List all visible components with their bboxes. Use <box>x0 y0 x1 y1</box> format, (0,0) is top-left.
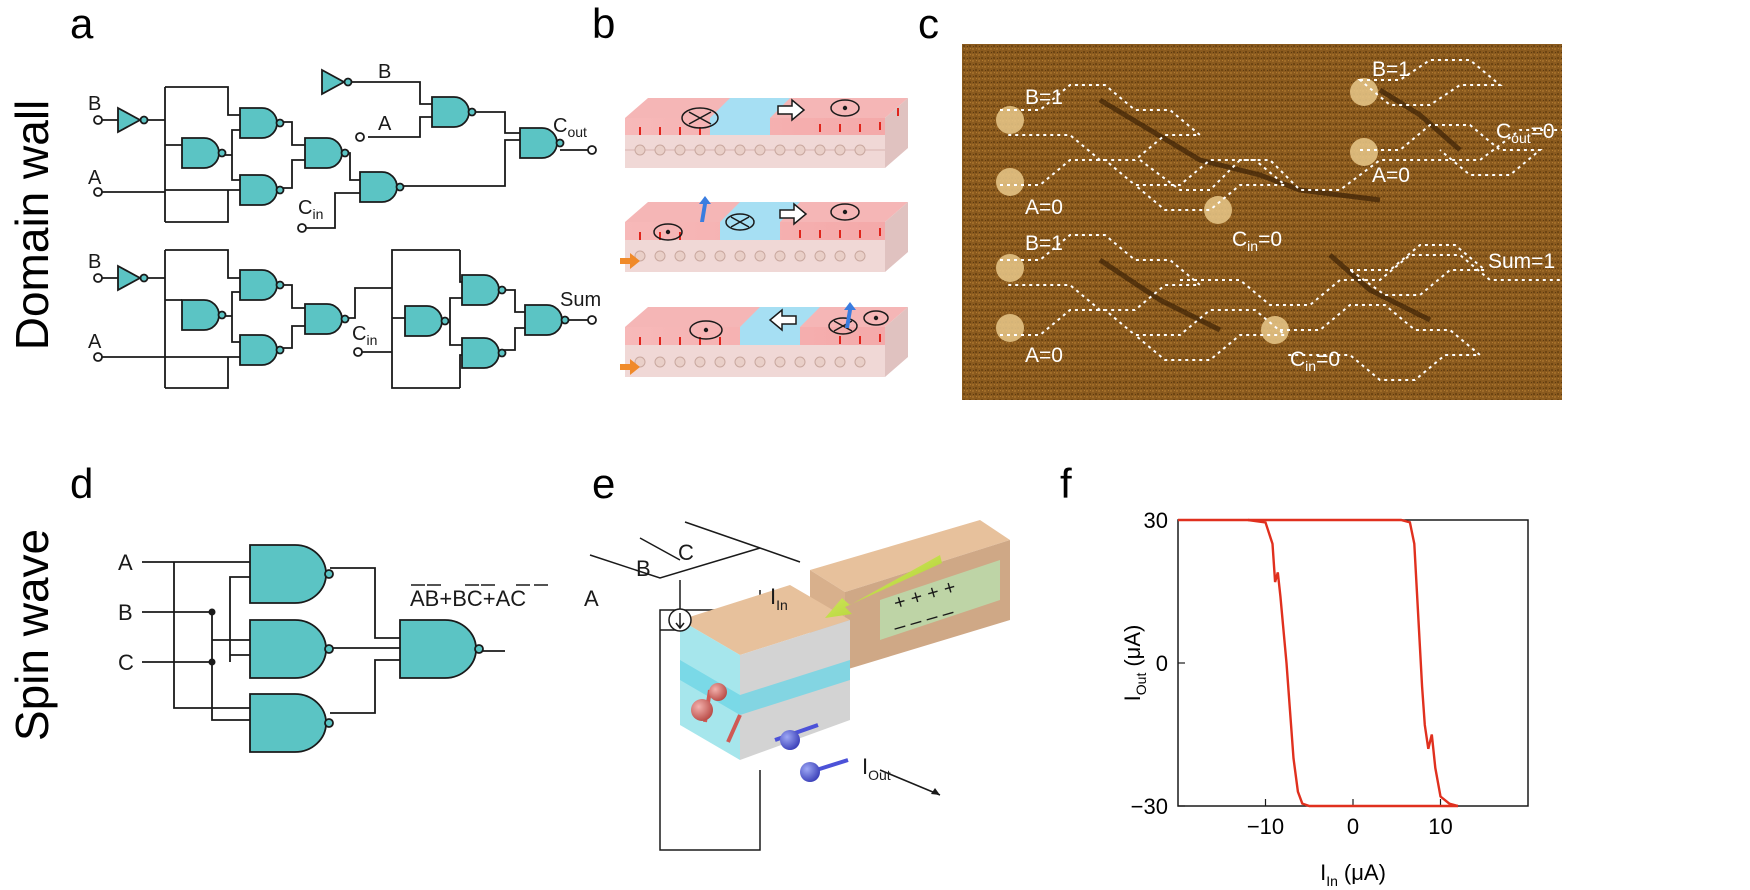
current-in-label: IIn <box>770 584 788 613</box>
mfm-label-a0-bottom: A=0 <box>1025 344 1063 367</box>
slab-1 <box>625 98 908 168</box>
panel-d-labels: A B C AB+BC+AC <box>118 550 548 675</box>
majority-expression: AB+BC+AC <box>410 586 526 611</box>
panel-a-labels: B A B A Cin Cout B A Cin Sum <box>88 61 601 353</box>
carry-input-b: B <box>88 93 101 115</box>
panel-letter-a: a <box>70 0 94 47</box>
panel-a-nand-circuits <box>100 68 590 389</box>
sum-output: Sum <box>560 289 601 311</box>
x-axis-label: IIn(μA) <box>1320 860 1386 889</box>
panel-c-mfm-image: B=1 A=0 B=1 A=0 Cout=0 Cin=0 B=1 A=0 Sum… <box>962 44 1600 400</box>
mfm-label-a0-top: A=0 <box>1025 196 1063 219</box>
y-tick-label: −30 <box>1131 794 1168 819</box>
panel-letter-c: c <box>918 0 939 47</box>
panel-d-circuit <box>142 561 505 721</box>
panel-d-junctions <box>208 608 216 666</box>
mfm-label-b1-bottom: B=1 <box>1025 232 1063 255</box>
mfm-label-cout: Cout=0 <box>1496 120 1555 146</box>
panel-letter-e: e <box>592 460 615 507</box>
series-line-1 <box>1247 518 1458 808</box>
current-out-label: IOut <box>862 754 891 783</box>
panel-e-input-b: B <box>636 556 651 581</box>
panel-e-device: A B C IIn IOut + + + + – – – – <box>584 520 1010 851</box>
panel-d-gates <box>249 544 484 753</box>
side-label-domain-wall: Domain wall <box>6 100 58 351</box>
mfm-label-cin-top: Cin=0 <box>1232 228 1282 254</box>
series-line-2 <box>1178 518 1459 808</box>
carry-input-cin: Cin <box>298 197 323 222</box>
panel-a-terminals <box>93 115 597 362</box>
slab-3 <box>625 307 908 377</box>
carry-input-a2: A <box>378 113 392 135</box>
sum-input-b: B <box>88 251 101 273</box>
sum-input-a: A <box>88 331 102 353</box>
mfm-label-cin-bottom: Cin=0 <box>1290 348 1340 374</box>
x-tick-label: 0 <box>1347 814 1359 839</box>
slab-2 <box>625 202 908 272</box>
panel-letter-b: b <box>592 0 615 47</box>
x-tick-label: −10 <box>1247 814 1284 839</box>
panel-letter-f: f <box>1060 460 1072 507</box>
mfm-label-sum: Sum=1 <box>1488 250 1555 273</box>
carry-output-cout: Cout <box>553 115 587 140</box>
plot-frame <box>1177 519 1529 807</box>
carry-input-b2: B <box>378 61 391 83</box>
mfm-label-b1-top: B=1 <box>1025 86 1063 109</box>
side-label-spin-wave: Spin wave <box>6 529 58 741</box>
y-axis-label: IOut(μA) <box>1120 625 1149 702</box>
input-a-label: A <box>118 550 133 575</box>
input-c-label: C <box>118 650 134 675</box>
panel-b-domain-wall-slabs <box>620 98 908 377</box>
input-b-label: B <box>118 600 133 625</box>
panel-e-input-c: C <box>678 540 694 565</box>
sum-input-cin: Cin <box>352 323 377 348</box>
x-tick-label: 10 <box>1428 814 1452 839</box>
mfm-label-b1-right: B=1 <box>1372 58 1410 81</box>
y-tick-label: 0 <box>1156 651 1168 676</box>
mfm-label-a0-right: A=0 <box>1372 164 1410 187</box>
y-tick-label: 30 <box>1144 508 1168 533</box>
carry-input-a: A <box>88 167 102 189</box>
panel-e-input-a: A <box>584 586 599 611</box>
panel-a-nand-gates <box>181 96 570 369</box>
panel-letter-d: d <box>70 460 93 507</box>
panel-f-hysteresis-chart: −10 0 10 −30 0 30 IIn(μA) IOut(μA) <box>1120 508 1529 889</box>
